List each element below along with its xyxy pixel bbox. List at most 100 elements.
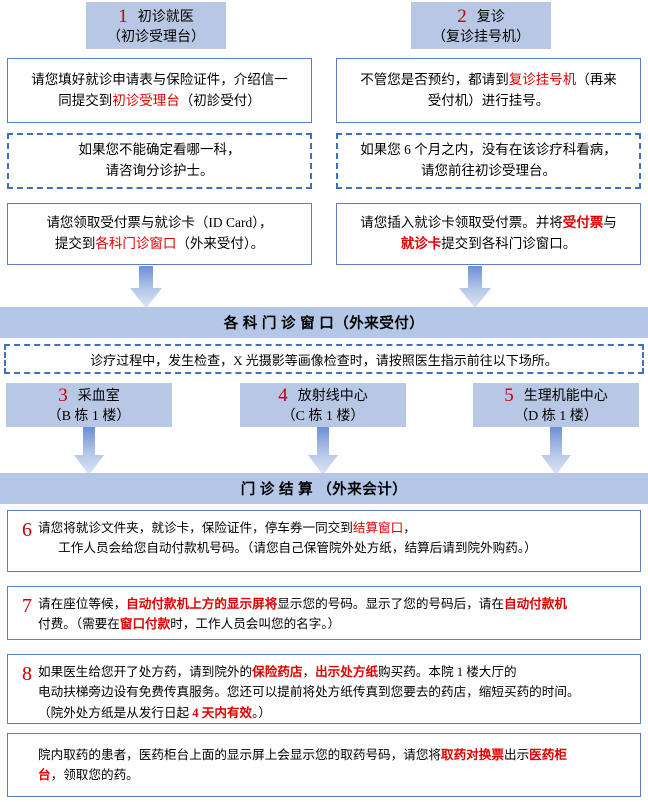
imaging-note-box: 诊疗过程中，发生检查，X 光摄影等画像检查时，请按照医生指示前往以下场所。 [4, 344, 644, 374]
right-step1-line1-pre: 不管您是否预约，都请到 [360, 71, 509, 87]
step-box-6: 6 请您将就诊文件夹，就诊卡，保险证件，停车券一同交到结算窗口， 工作人员会给您… [7, 510, 641, 572]
facility-box-physiology: 5 生理机能中心 （D 栋 1 楼） [473, 383, 639, 427]
facility-5-title: 生理机能中心 [523, 389, 608, 405]
left-step1-line2-pre: 同提交到 [58, 92, 113, 108]
facility-5-line1: 5 生理机能中心 [504, 383, 608, 408]
left-step-box-2: 请您领取受付票与就诊卡（ID Card）， 提交到各科门诊窗口（外来受付）。 [7, 203, 312, 265]
right-step2-highlight-1: 受付票 [562, 215, 604, 231]
step-6-line1-pre: 请您将就诊文件夹，就诊卡，保险证件，停车券一同交到 [38, 521, 353, 535]
step-7-line1-pre: 请在座位等候， [38, 597, 127, 611]
facility-4-line1: 4 放射线中心 [278, 383, 368, 408]
step-8-line1-post: 购买药。本院 1 楼大厅的 [378, 665, 517, 679]
arrow-down-right-to-department [459, 266, 491, 308]
left-step-box-dashed: 如果您不能确定看哪一科， 请咨询分诊护士。 [7, 133, 312, 189]
arrow-down-facility-5 [541, 427, 571, 475]
right-step-box-2: 请您插入就诊卡领取受付票。并将受付票与 就诊卡提交到各科门诊窗口。 [336, 203, 641, 265]
step-9-line2-post: ，领取您的药。 [50, 768, 139, 782]
step-8-line1-mid: ， [302, 665, 316, 679]
header-box-first-visit: 1 初诊就医 （初诊受理台） [86, 2, 226, 49]
step-7-line2-pre: 付费。（需要在 [38, 617, 120, 632]
step-7-line2-post: 时，工作人员会叫您的名字。） [170, 617, 341, 632]
step-9-line1-mid: 出示 [503, 747, 530, 762]
step-9-highlight-3: 台 [38, 768, 51, 782]
step-number-7: 7 [22, 595, 32, 617]
step-box-7: 7 请在座位等候，自动付款机上方的显示屏将显示您的号码。显示了您的号码后，请在自… [7, 586, 641, 640]
step-9-highlight-2: 医药柜 [529, 747, 567, 762]
facility-4-subtitle: （C 栋 1 楼） [281, 409, 365, 425]
left-step1-highlight: 初诊受理台 [112, 92, 180, 108]
step-number-2: 2 [457, 5, 467, 27]
header-revisit-line1: 2 复诊 [457, 4, 505, 29]
step-6-highlight: 结算窗口 [352, 521, 404, 535]
facility-3-title: 采血室 [77, 389, 120, 405]
arrow-down-facility-4 [308, 427, 338, 475]
right-step1-line1-post: （再来 [576, 71, 617, 87]
step-number-1: 1 [118, 5, 128, 27]
department-window-banner-label: 各 科 门 诊 窗 口（外来受付） [223, 316, 425, 332]
facility-3-subtitle: （B 栋 1 楼） [47, 409, 131, 425]
right-step2-line2: 就诊卡提交到各科门诊窗口。 [401, 234, 577, 255]
right-step1-line2: 受付机）进行挂号。 [427, 92, 550, 108]
step-8-body: 如果医生给您开了处方药，请到院外的保险药店，出示处方纸购买药。本院 1 楼大厅的… [38, 655, 640, 730]
settlement-banner: 门 诊 结 算 （外来会计） [0, 473, 648, 504]
step-number-3: 3 [58, 385, 68, 407]
right-step2-line2-post: 提交到各科门诊窗口。 [441, 236, 577, 251]
left-step1-line2-post: （初診受付） [179, 92, 261, 108]
step-6-line1-post: ， [403, 521, 416, 535]
department-window-banner: 各 科 门 诊 窗 口（外来受付） [0, 307, 648, 338]
left-step1-line1: 请您填好就诊申请表与保险证件，介绍信一 [31, 71, 288, 87]
step-8-line3-post: 。） [252, 705, 271, 720]
step-number-4: 4 [278, 385, 288, 407]
settlement-banner-label: 门 诊 结 算 （外来会计） [240, 482, 408, 498]
right-step1-highlight: 复诊挂号机 [508, 71, 577, 87]
header-first-visit-subtitle: （初诊受理台） [107, 29, 205, 45]
step-9-line1-pre: 院内取药的患者，医药柜台上面的显示屏上会显示您的取药号码，请您将 [38, 747, 441, 762]
step-box-8: 8 如果医生给您开了处方药，请到院外的保险药店，出示处方纸购买药。本院 1 楼大… [7, 654, 641, 724]
left-step2-line2-pre: 提交到 [54, 236, 96, 251]
left-step2-line1: 请您领取受付票与就诊卡（ID Card）， [46, 215, 273, 231]
step-8-line2: 电动扶梯旁边设有免费传真服务。您还可以提前将处方纸传真到您要去的药店，缩短买药的… [38, 685, 580, 700]
header-box-revisit: 2 复诊 （复诊挂号机） [411, 2, 551, 49]
right-step-box-dashed: 如果您 6 个月之内，没有在该诊疗科看病， 请您前往初诊受理台。 [336, 133, 641, 189]
step-8-highlight-1: 保险药店 [252, 665, 303, 679]
step-7-highlight-3: 窗口付款 [119, 617, 171, 632]
left-step1-line2: 同提交到初诊受理台（初診受付） [58, 91, 261, 112]
step-8-highlight-3: 4 天内有效 [192, 705, 253, 720]
facility-5-subtitle: （D 栋 1 楼） [514, 409, 598, 425]
facility-4-title: 放射线中心 [297, 389, 368, 405]
header-first-visit-title: 初诊就医 [137, 9, 194, 25]
step-9-highlight-1: 取药对换票 [441, 747, 504, 762]
facility-box-blood-draw: 3 采血室 （B 栋 1 楼） [6, 383, 172, 427]
right-step2-line1-post: 与 [603, 215, 617, 231]
left-step-box-1: 请您填好就诊申请表与保险证件，介绍信一 同提交到初诊受理台（初診受付） [7, 58, 312, 123]
step-7-highlight-1: 自动付款机上方的显示屏将 [126, 597, 278, 611]
step-8-line1-pre: 如果医生给您开了处方药，请到院外的 [38, 665, 253, 679]
step-6-line2: 工作人员会给您自动付款机号码。（请您自己保管院外处方纸，结算后请到院外购药。） [58, 541, 537, 556]
header-revisit-subtitle: （复诊挂号机） [432, 29, 530, 45]
header-revisit-title: 复诊 [476, 9, 505, 25]
header-first-visit-line1: 1 初诊就医 [118, 4, 194, 29]
step-8-line3-pre: （院外处方纸是从发行日起 [38, 705, 193, 720]
right-dashed-line2: 请您前往初诊受理台。 [421, 163, 556, 178]
step-number-5: 5 [504, 385, 514, 407]
imaging-note-text: 诊疗过程中，发生检查，X 光摄影等画像检查时，请按照医生指示前往以下场所。 [90, 352, 558, 368]
left-step2-line2-post: （外来受付）。 [176, 236, 265, 251]
step-6-body: 请您将就诊文件夹，就诊卡，保险证件，停车券一同交到结算窗口， 工作人员会给您自动… [38, 511, 640, 566]
left-dashed-line1: 如果您不能确定看哪一科， [78, 142, 241, 158]
right-step1-line1: 不管您是否预约，都请到复诊挂号机（再来 [360, 70, 617, 91]
right-step2-line1-pre: 请您插入就诊卡领取受付票。并将 [360, 215, 563, 231]
right-step2-highlight-2: 就诊卡 [400, 236, 442, 251]
facility-box-radiology: 4 放射线中心 （C 栋 1 楼） [240, 383, 406, 427]
step-8-highlight-2: 出示处方纸 [315, 665, 379, 679]
right-step2-line1: 请您插入就诊卡领取受付票。并将受付票与 [360, 213, 617, 234]
left-step2-line2: 提交到各科门诊窗口（外来受付）。 [55, 234, 264, 255]
step-7-line1-mid: 显示您的号码。显示了您的号码后，请在 [277, 597, 504, 611]
step-number-6: 6 [22, 519, 32, 541]
right-dashed-line1: 如果您 6 个月之内，没有在该诊疗科看病， [360, 142, 617, 158]
left-dashed-line2: 请咨询分诊护士。 [105, 163, 214, 178]
facility-3-line1: 3 采血室 [58, 383, 120, 408]
step-number-8: 8 [22, 663, 32, 685]
step-9-body: 院内取药的患者，医药柜台上面的显示屏上会显示您的取药号码，请您将取药对换票出示医… [38, 745, 640, 786]
step-box-9: 院内取药的患者，医药柜台上面的显示屏上会显示您的取药号码，请您将取药对换票出示医… [7, 733, 641, 797]
right-step-box-1: 不管您是否预约，都请到复诊挂号机（再来 受付机）进行挂号。 [336, 58, 641, 123]
